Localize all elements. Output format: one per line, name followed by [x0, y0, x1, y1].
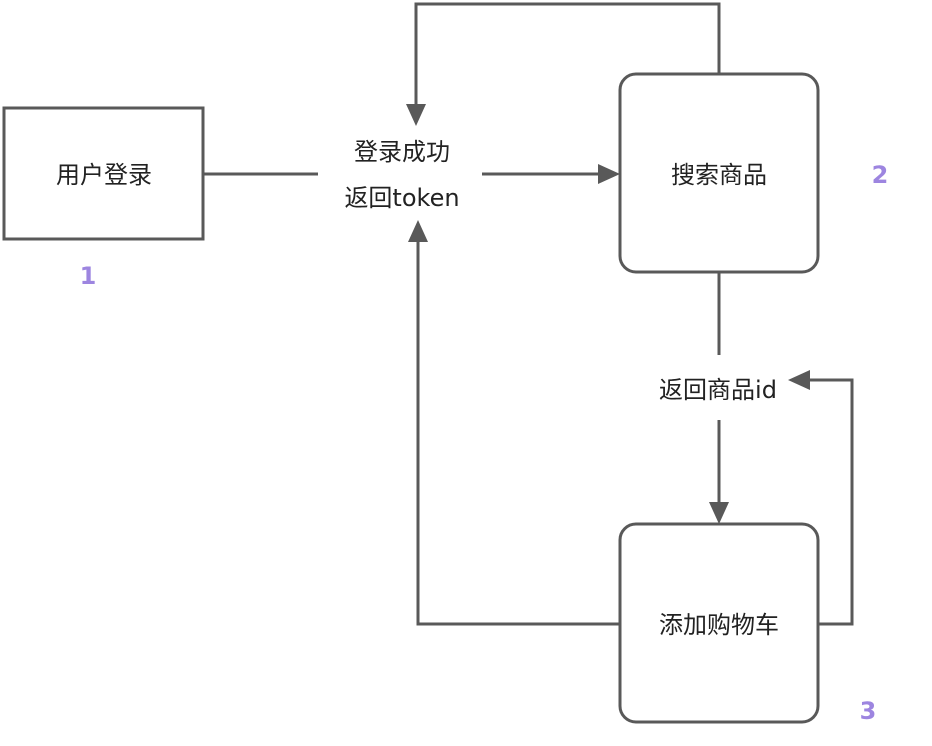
arrowhead-into-token-bottom	[408, 220, 428, 242]
edge-cart-to-token	[416, 242, 620, 626]
step-number-2: 2	[872, 161, 889, 189]
step-number-1: 1	[80, 262, 97, 290]
edge-token-label-line2: 返回token	[344, 184, 459, 212]
edge-product-id-label: 返回商品id	[659, 376, 777, 404]
edge-search-loop-to-token	[414, 2, 721, 104]
node-cart-label: 添加购物车	[659, 611, 779, 639]
node-search-label: 搜索商品	[671, 161, 767, 189]
arrowhead-into-cart	[709, 502, 729, 524]
arrowhead-into-token-top	[406, 104, 426, 126]
edge-cart-loop-to-id	[810, 378, 854, 626]
node-login-box	[2, 106, 205, 241]
arrowhead-into-search	[598, 164, 620, 184]
edge-token-label-line1: 登录成功	[354, 138, 450, 166]
node-login-label: 用户登录	[56, 161, 152, 189]
step-number-3: 3	[860, 697, 877, 725]
arrowhead-into-id-label	[788, 370, 810, 390]
